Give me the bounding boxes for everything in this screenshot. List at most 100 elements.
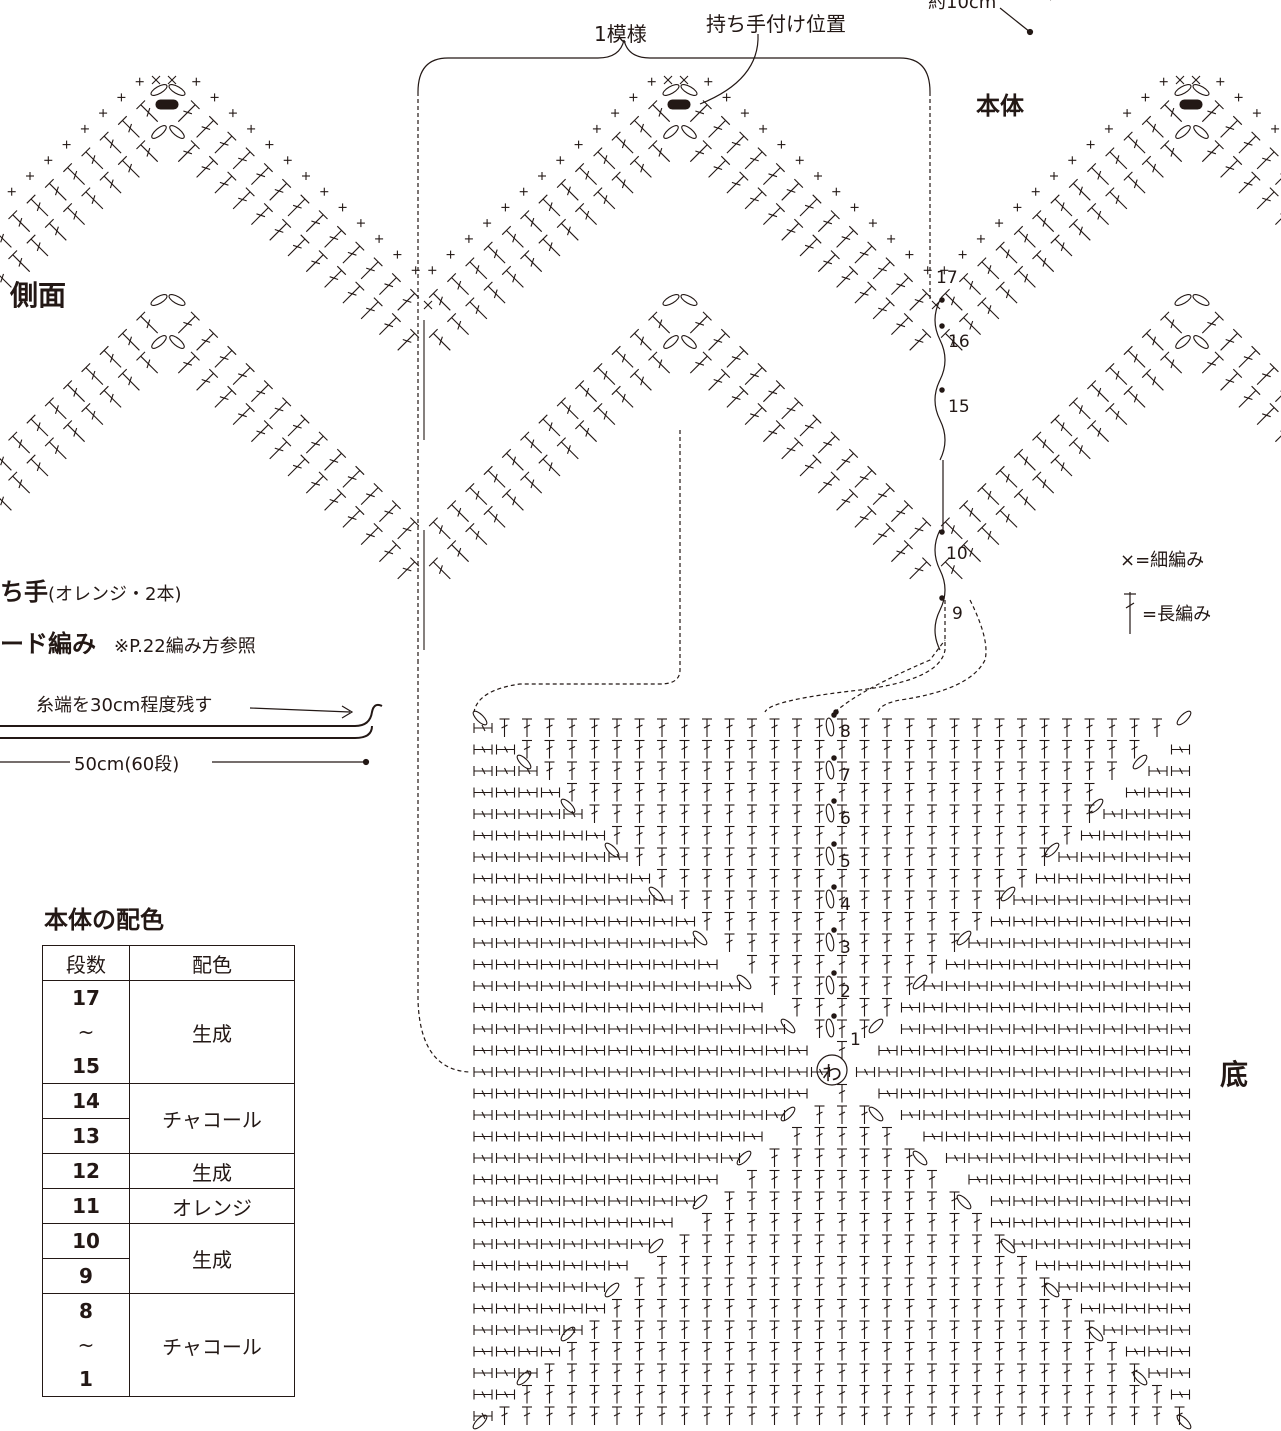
double-crochet-top <box>702 311 712 321</box>
double-crochet-top <box>1160 351 1170 361</box>
double-crochet-top <box>593 403 603 413</box>
double-crochet-symbol <box>634 160 652 178</box>
double-crochet-tick <box>731 141 741 146</box>
double-crochet-symbol <box>981 261 1000 280</box>
double-crochet-symbol <box>981 301 1000 320</box>
side-label: 側面 <box>10 279 67 312</box>
double-crochet-top <box>1123 385 1133 396</box>
chain-stitch-symbol <box>1175 335 1191 349</box>
double-crochet-tick <box>18 217 23 227</box>
double-crochet-tick <box>475 305 480 314</box>
double-crochet-tick <box>0 273 5 283</box>
round-3: 3 <box>840 938 851 958</box>
double-crochet-tick <box>54 226 59 236</box>
double-crochet-symbol <box>799 198 818 217</box>
double-crochet-top <box>959 313 969 323</box>
row-number: 8 <box>79 1299 93 1323</box>
double-crochet-top <box>538 234 548 244</box>
double-crochet-symbol <box>506 270 524 288</box>
double-crochet-top <box>336 265 347 276</box>
double-crochet-tick <box>1078 445 1083 454</box>
chain-stitch-symbol <box>169 125 185 139</box>
double-crochet-top <box>227 171 237 181</box>
double-crochet-top <box>867 505 877 516</box>
double-crochet-top <box>538 414 548 424</box>
double-crochet-symbol <box>744 151 763 170</box>
double-crochet-top <box>227 385 237 396</box>
double-crochet-tick <box>823 441 833 446</box>
double-crochet-top <box>1068 397 1078 407</box>
row-range-sep: ~ <box>77 1333 95 1357</box>
double-crochet-symbol <box>652 104 671 123</box>
double-crochet-top <box>720 328 731 338</box>
double-crochet-top <box>373 523 383 533</box>
double-crochet-symbol <box>30 198 49 217</box>
double-crochet-symbol <box>891 317 909 335</box>
double-crochet-top <box>1269 147 1279 157</box>
double-crochet-symbol <box>487 470 506 488</box>
double-crochet-symbol <box>944 521 963 540</box>
double-crochet-symbol <box>891 504 909 523</box>
double-crochet-top <box>99 345 109 356</box>
double-crochet-tick <box>1133 353 1138 363</box>
double-crochet-top <box>1087 380 1097 390</box>
double-crochet-tick <box>1170 359 1175 369</box>
double-crochet-top <box>520 250 530 260</box>
double-crochet-symbol <box>287 238 306 257</box>
double-crochet-top <box>903 313 913 323</box>
double-crochet-tick <box>146 107 151 117</box>
join-line-2 <box>473 430 681 713</box>
double-crochet-tick <box>1262 157 1271 162</box>
top-cut-leader <box>999 7 1031 33</box>
chain-stitch-symbol <box>150 84 168 96</box>
double-crochet-symbol <box>140 104 159 123</box>
double-crochet-top <box>1141 328 1152 338</box>
double-crochet-symbol <box>817 435 836 454</box>
double-crochet-symbol <box>487 245 506 264</box>
double-crochet-top <box>465 523 475 533</box>
double-crochet-symbol <box>579 167 597 185</box>
double-crochet-symbol <box>196 160 214 178</box>
chain-stitch-symbol <box>680 294 698 306</box>
double-crochet-symbol <box>103 135 122 154</box>
double-crochet-tick <box>109 179 114 189</box>
round-5: 5 <box>840 852 851 872</box>
double-crochet-symbol <box>1072 182 1091 201</box>
handle-marker <box>1179 99 1203 110</box>
double-crochet-top <box>99 171 109 181</box>
double-crochet-tick <box>274 188 284 193</box>
double-crochet-symbol <box>1220 332 1238 351</box>
double-crochet-top <box>538 194 548 204</box>
double-crochet-top <box>757 187 767 197</box>
double-crochet-top <box>117 328 128 338</box>
double-crochet-tick <box>621 353 626 363</box>
double-crochet-symbol <box>615 175 634 194</box>
double-crochet-top <box>848 448 859 458</box>
chain-stitch-symbol <box>736 974 752 990</box>
header-rows: 段数 <box>42 945 130 981</box>
double-crochet-symbol <box>634 120 652 138</box>
double-crochet-tick <box>1152 336 1157 346</box>
double-crochet-top <box>629 115 640 126</box>
double-crochet-tick <box>457 547 462 557</box>
double-crochet-symbol <box>196 372 214 391</box>
double-crochet-tick <box>768 213 778 218</box>
double-crochet-symbol <box>744 367 763 385</box>
double-crochet-tick <box>750 373 759 378</box>
double-crochet-symbol <box>251 384 269 403</box>
double-crochet-symbol <box>103 175 122 194</box>
double-crochet-symbol <box>1091 207 1109 225</box>
color-cell: オレンジ <box>129 1188 295 1224</box>
double-crochet-tick <box>91 155 96 164</box>
double-crochet-top <box>977 297 987 307</box>
double-crochet-symbol <box>560 222 579 241</box>
double-crochet-tick <box>146 359 151 369</box>
double-crochet-top <box>867 241 877 251</box>
round-16: 16 <box>948 332 970 352</box>
double-crochet-top <box>648 140 658 150</box>
double-crochet-symbol <box>469 301 488 320</box>
double-crochet-top <box>1232 155 1243 166</box>
double-crochet-tick <box>274 228 284 233</box>
double-crochet-top <box>26 234 36 244</box>
double-crochet-top <box>593 187 603 197</box>
